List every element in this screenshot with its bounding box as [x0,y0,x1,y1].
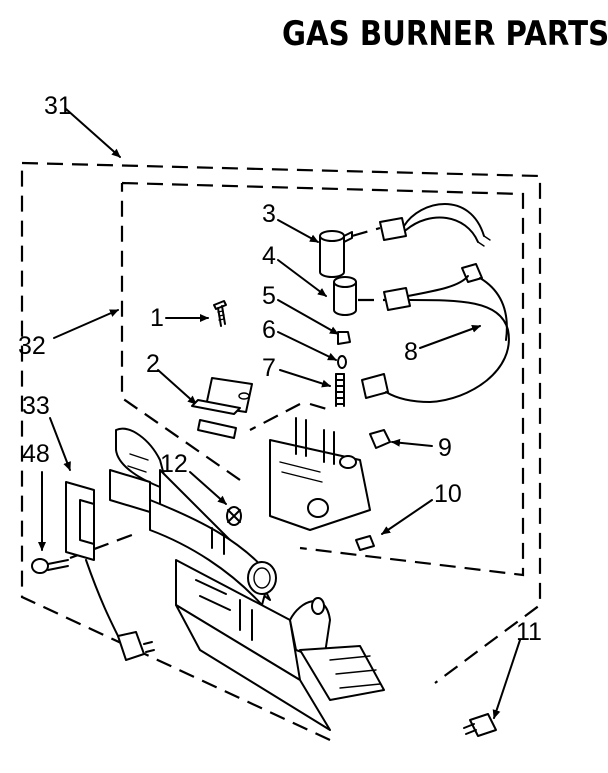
callout-11: 11 [516,618,542,646]
callout-32: 32 [18,332,46,360]
part-1-screw [213,300,227,327]
part-33-flame-sensor [65,481,155,661]
leader-11 [492,639,521,719]
leader-9 [391,438,433,447]
leader-12 [189,471,227,505]
part-4-valve-coil [333,276,386,316]
callout-4: 4 [262,242,276,270]
part-12-screw [226,506,242,526]
callout-5: 5 [262,282,276,310]
outer-assembly-outline [20,161,542,741]
part-6-spacer [337,355,347,369]
leader-31 [65,108,121,158]
leader-2 [157,369,197,405]
part-2-bracket [191,377,253,439]
part-9-sensor [369,429,391,449]
callout-31: 31 [44,92,72,120]
part-5-clip [337,331,351,345]
leader-8 [419,324,481,349]
callout-12: 12 [160,450,188,478]
callout-8: 8 [404,338,418,366]
leader-10 [381,499,433,535]
leader-7 [279,369,331,388]
callout-9: 9 [438,434,452,462]
inner-assembly-outline [120,181,525,577]
part-8-wire-harness [361,203,510,403]
diagram-title: GAS BURNER PARTS [282,14,608,54]
callout-7: 7 [262,354,276,382]
leader-5 [277,299,339,335]
leader-32 [53,309,119,339]
part-48-screw [31,530,141,574]
callout-48: 48 [22,440,50,468]
leader-33 [49,417,71,471]
callout-6: 6 [262,316,276,344]
leader-3 [277,219,319,243]
callout-3: 3 [262,200,276,228]
callout-33: 33 [22,392,50,420]
part-10-igniter [355,535,375,551]
burner-assembly [109,427,385,731]
part-3-valve-coil [319,226,381,278]
callout-2: 2 [146,350,160,378]
part-7-spring [335,373,345,407]
part-11-screw [463,713,497,737]
leader-4 [277,259,327,297]
callout-10: 10 [434,480,462,508]
leader-6 [277,331,337,361]
gas-valve-body [249,402,371,531]
callout-1: 1 [150,304,164,332]
